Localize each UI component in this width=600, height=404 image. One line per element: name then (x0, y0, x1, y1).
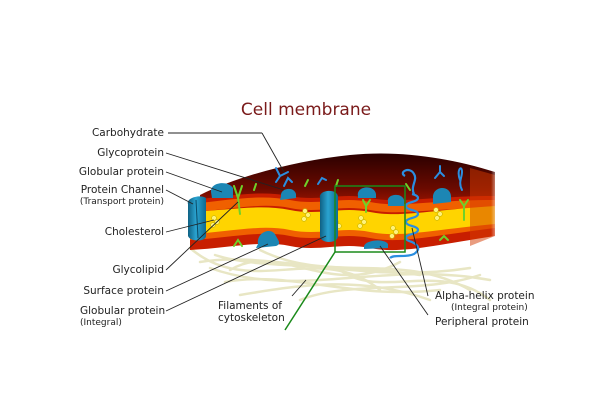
glycolipids (233, 179, 469, 247)
surface-protein (256, 230, 280, 248)
carbohydrate-chains (275, 165, 464, 191)
glycoprotein (280, 188, 296, 200)
proteins (187, 168, 451, 259)
peripheral-protein (364, 240, 388, 249)
label-globular-protein: Globular protein (78, 166, 164, 178)
leader-lines (165, 132, 429, 316)
diagram-title: Cell membrane (240, 100, 372, 120)
globular-protein (210, 183, 233, 198)
label-globular-integral: Globular protein(Integral) (80, 305, 166, 328)
label-protein-channel: Protein Channel(Transport protein) (79, 184, 164, 207)
label-carbohydrate: Carbohydrate (91, 127, 164, 139)
label-glycolipid: Glycolipid (112, 264, 164, 276)
zoom-pointer (284, 251, 336, 331)
label-surface-protein: Surface protein (83, 285, 164, 297)
zoom-box (334, 185, 406, 253)
cytoskeleton-filaments (188, 246, 492, 302)
globular-integral-protein (319, 190, 338, 242)
label-cholesterol: Cholesterol (104, 226, 164, 238)
label-glycoprotein: Glycoprotein (97, 147, 164, 159)
label-peripheral-protein: Peripheral protein (435, 316, 529, 328)
label-alpha-helix: Alpha-helix protein(Integral protein) (435, 290, 535, 313)
